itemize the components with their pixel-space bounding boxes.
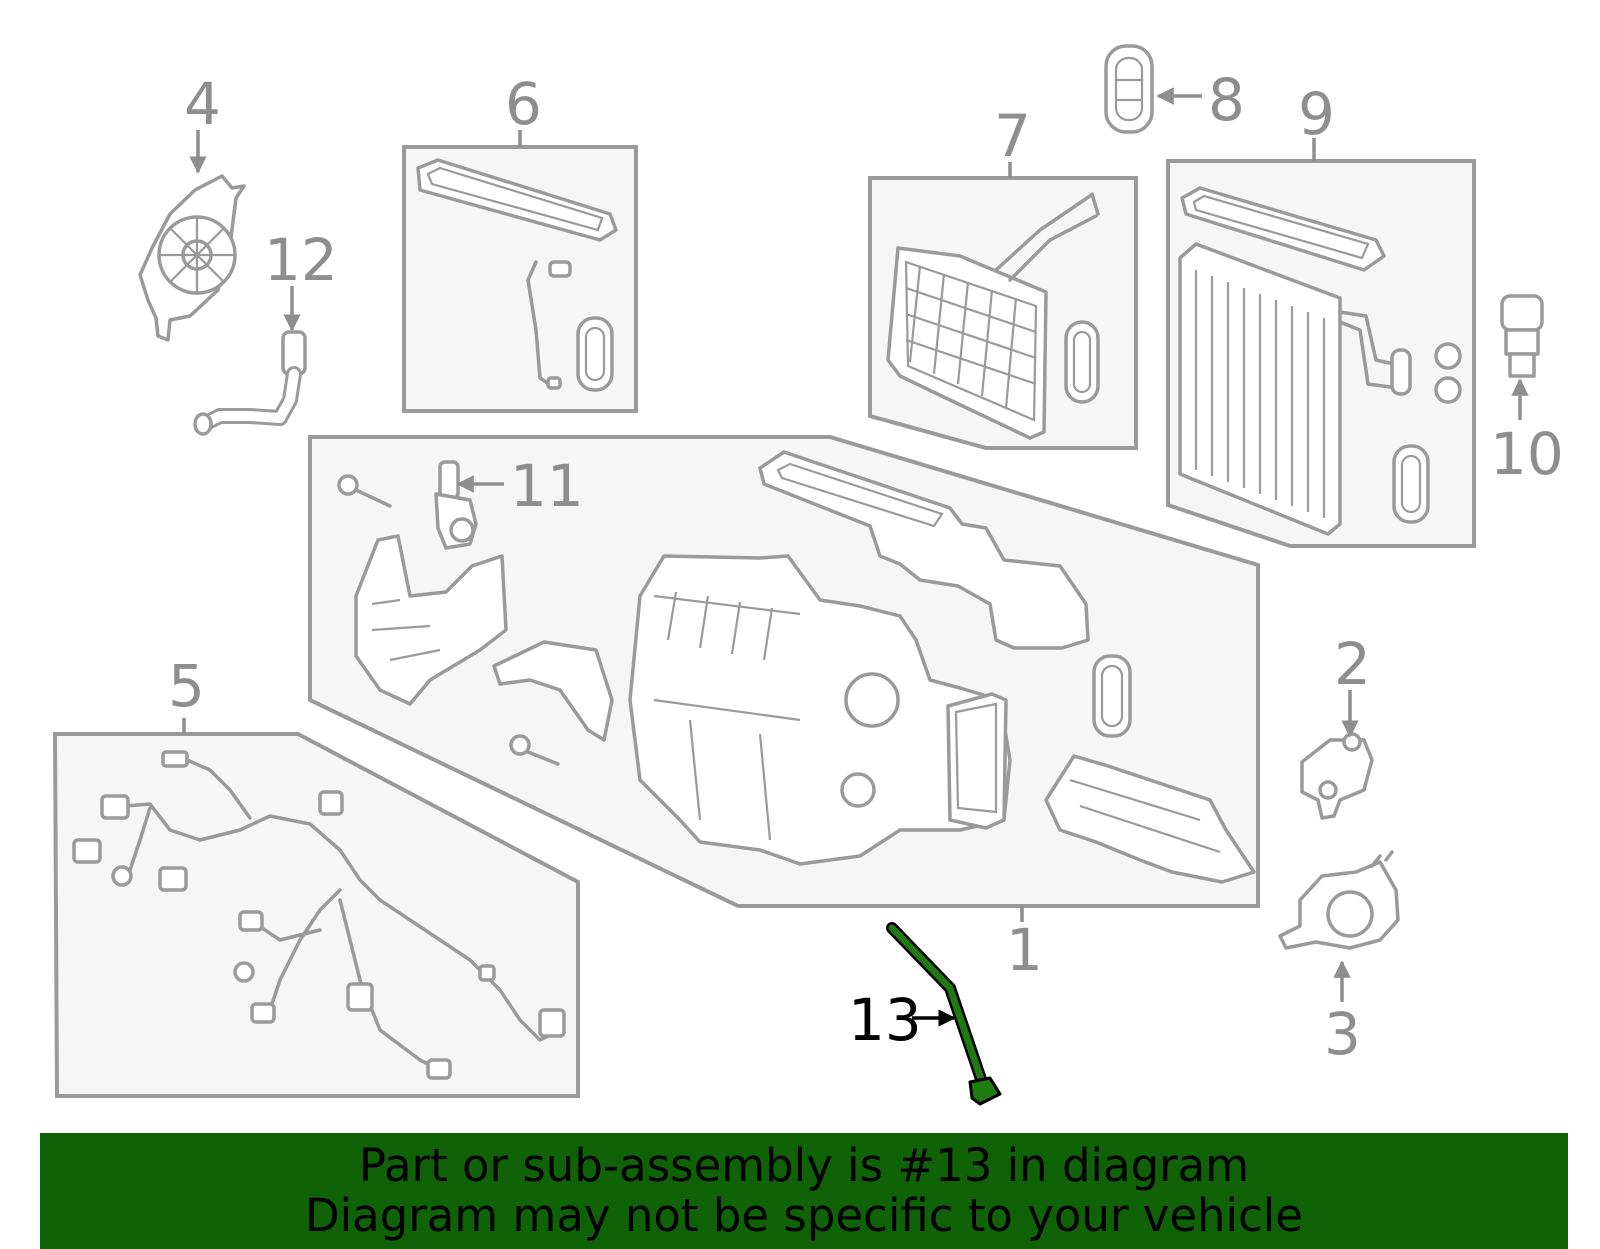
callout-11: 11 [510, 452, 584, 520]
banner-line-2: Diagram may not be specific to your vehi… [305, 1189, 1303, 1242]
part-1-screws [337, 474, 560, 766]
callout-10: 10 [1490, 420, 1564, 488]
callout-2: 2 [1334, 630, 1371, 698]
part-13-drain-pipe [886, 922, 1002, 1106]
callout-numbers: 4 6 7 8 9 12 10 11 5 2 1 3 13 [168, 66, 1564, 1068]
callout-5: 5 [168, 652, 205, 720]
part-4-blower-shroud [138, 174, 246, 342]
part-11-actuator [434, 460, 478, 550]
callout-3: 3 [1324, 1000, 1361, 1068]
callout-6: 6 [505, 70, 542, 138]
part-2-valve [1300, 732, 1374, 820]
callout-4: 4 [184, 70, 221, 138]
part-1-heater-unit-assembly [354, 450, 1256, 884]
callout-7: 7 [994, 102, 1031, 170]
callout-8: 8 [1208, 66, 1245, 134]
part-12-drain-hose [193, 330, 307, 436]
callout-9: 9 [1298, 80, 1335, 148]
part-6-seal-and-sensor [416, 158, 618, 392]
banner-line-1: Part or sub-assembly is #13 in diagram [358, 1139, 1250, 1192]
part-8-grommet [1104, 44, 1154, 134]
part-5-wire-harness [72, 750, 566, 1080]
callout-1: 1 [1006, 916, 1043, 984]
info-banner: Part or sub-assembly is #13 in diagram D… [40, 1133, 1568, 1249]
leader-lines [182, 87, 1529, 1027]
part-10-sensor [1500, 294, 1544, 378]
part-3-blower-motor [1278, 850, 1400, 950]
part-9-evaporator [1178, 186, 1462, 536]
callout-12: 12 [264, 226, 338, 294]
callout-13: 13 [848, 986, 922, 1054]
part-7-heater-core [886, 192, 1100, 440]
